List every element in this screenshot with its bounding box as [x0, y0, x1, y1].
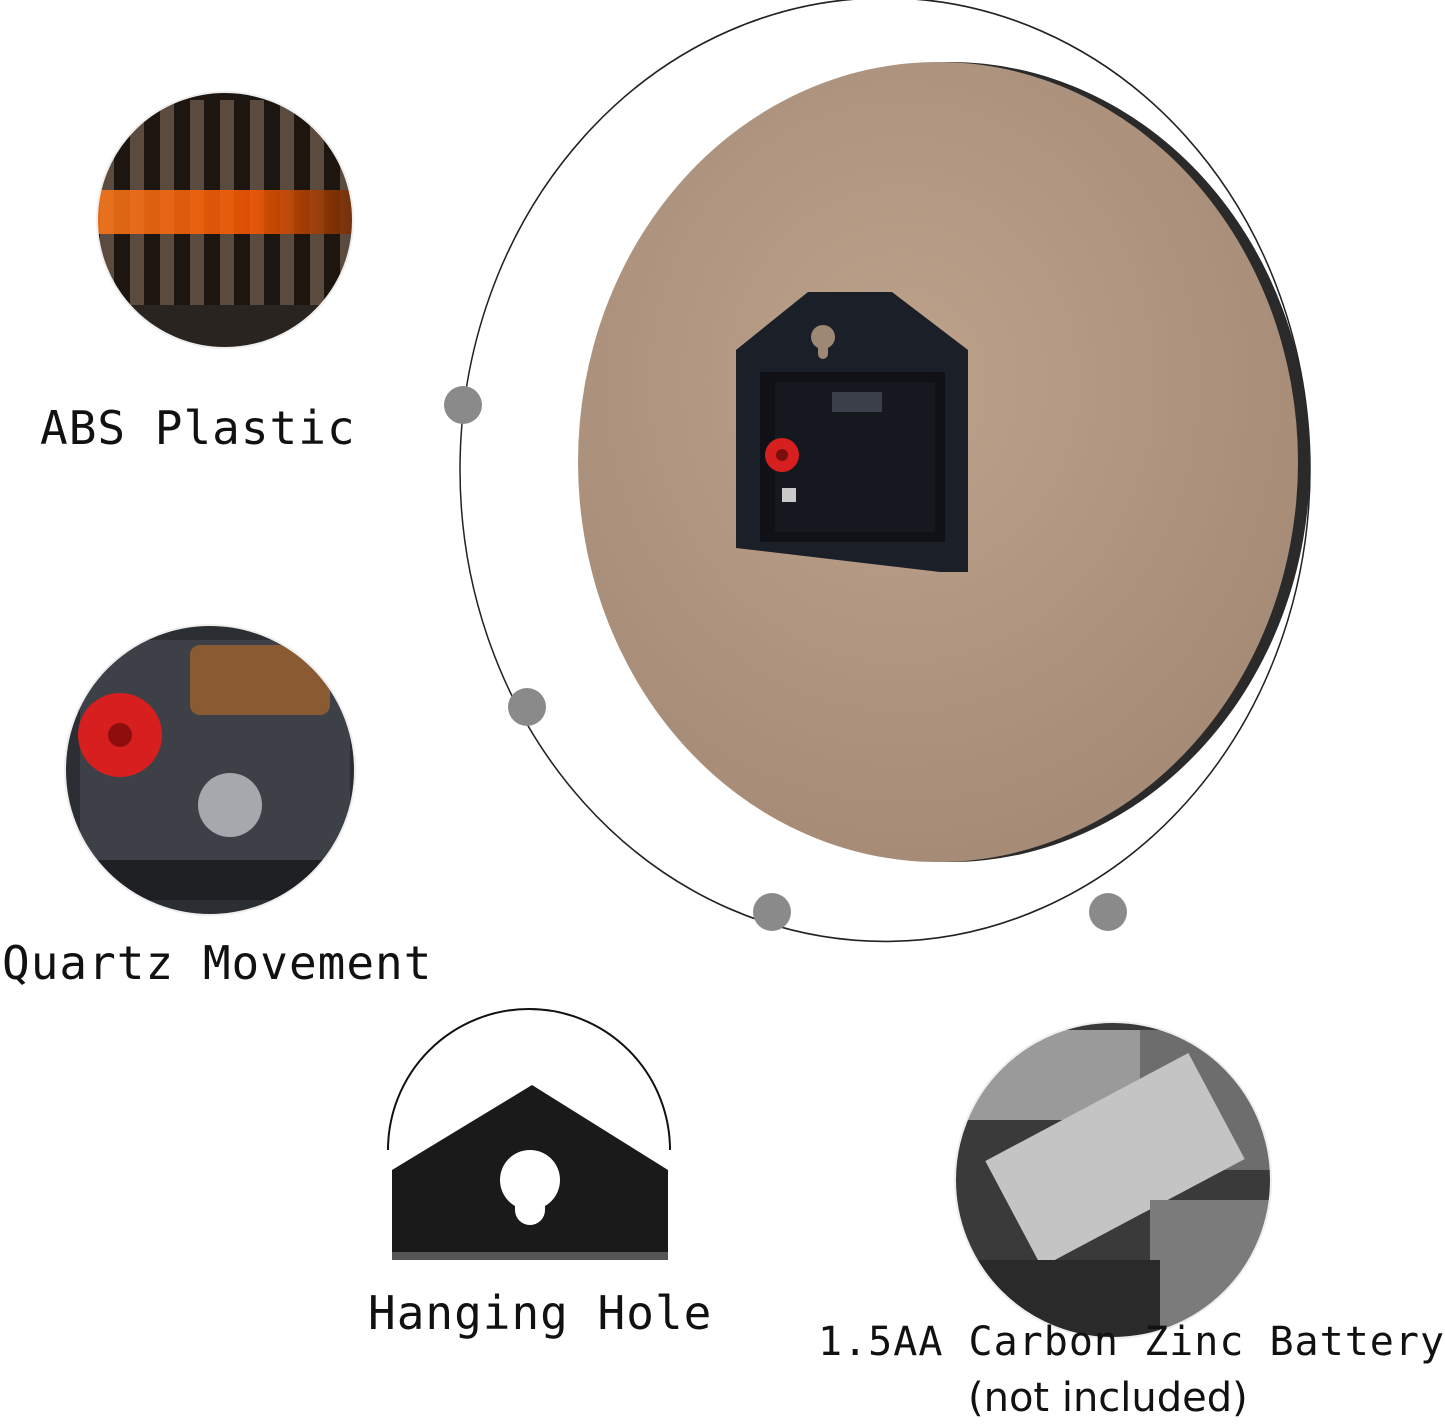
hanging-hole-photo	[387, 1008, 671, 1260]
hanging-hole-label: Hanging Hole	[368, 1286, 713, 1340]
battery-note-label: (not included)	[968, 1375, 1248, 1421]
abs-plastic-label: ABS Plastic	[40, 401, 356, 455]
decorative-dots	[444, 386, 1127, 931]
quartz-movement-photo	[65, 625, 355, 915]
clock-back-photo	[459, 0, 1311, 943]
battery-label: 1.5AA Carbon Zinc Battery	[818, 1319, 1445, 1365]
quartz-movement-label: Quartz Movement	[2, 936, 433, 990]
abs-plastic-photo	[97, 92, 353, 348]
